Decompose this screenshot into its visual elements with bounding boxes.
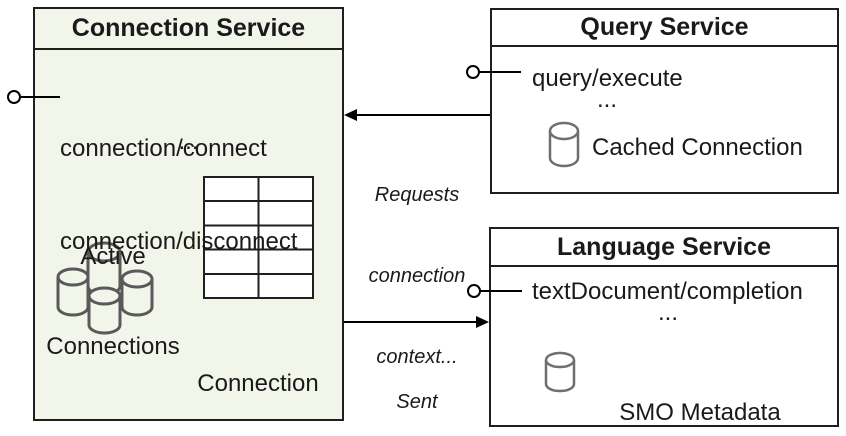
method-connection-connect: connection/connect	[60, 135, 267, 162]
cached-connection-label: Cached Connection	[592, 134, 803, 161]
requests-label-line1: Requests	[374, 184, 460, 206]
active-connections-label: Active Connections	[38, 182, 188, 422]
requests-label-line3: context...	[376, 346, 458, 368]
requests-label-line2: connection	[368, 265, 466, 287]
language-service-title: Language Service	[557, 232, 771, 261]
smo-label-line1: SMO Metadata	[619, 399, 781, 426]
query-service-box: Query Service	[490, 8, 839, 194]
active-connections-line2: Connections	[46, 333, 180, 360]
query-service-title: Query Service	[580, 13, 749, 41]
language-methods-ellipsis: ...	[657, 299, 678, 326]
smo-metadata-provider-connection-label: SMO Metadata Provider Connection	[588, 338, 812, 436]
language-service-header: Language Service	[491, 229, 837, 267]
method-textdocument-completion: textDocument/completion	[532, 278, 803, 305]
connection-service-methods: connection/connect connection/disconnect	[60, 71, 298, 319]
language-service-box: Language Service	[489, 227, 839, 427]
connection-event-callbacks-label: Connection Event Callbacks	[185, 306, 331, 436]
connection-methods-ellipsis: ...	[178, 128, 199, 155]
callbacks-line1: Connection	[197, 370, 319, 397]
method-query-execute: query/execute	[532, 65, 683, 92]
on-connection-event-label: Sent OnConnection event...	[347, 337, 487, 436]
sent-label-line1: Sent	[396, 391, 438, 413]
requests-context-label: Requests connection context...	[347, 128, 487, 425]
method-connection-disconnect: connection/disconnect	[60, 228, 298, 255]
active-connections-line1: Active	[80, 243, 146, 270]
connection-service-title: Connection Service	[71, 14, 306, 42]
query-service-header: Query Service	[492, 10, 837, 47]
connection-service-header: Connection Service	[35, 9, 342, 50]
query-methods-ellipsis: ...	[596, 86, 617, 113]
requests-context-arrow	[344, 109, 490, 121]
